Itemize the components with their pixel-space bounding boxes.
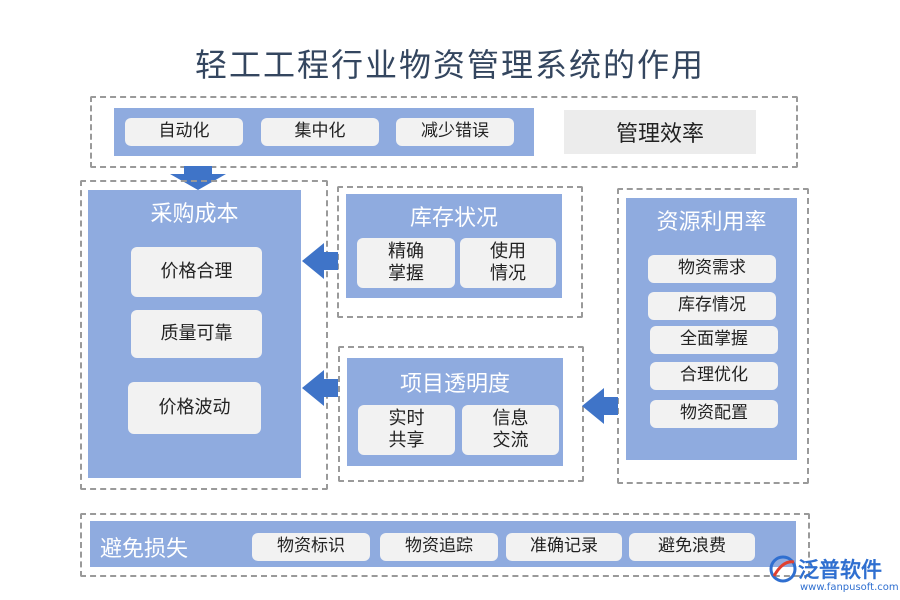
- left-arrow-icon: [302, 243, 324, 279]
- procurement-item-price-fluctuation: 价格波动: [128, 382, 261, 434]
- efficiency-section: [90, 96, 798, 168]
- resources-item-demand: 物资需求: [648, 255, 776, 283]
- procurement-section: [80, 180, 328, 490]
- procurement-title: 采购成本: [150, 202, 239, 227]
- loss-item-labeling: 物资标识: [252, 533, 370, 561]
- inventory-section: [337, 186, 583, 318]
- efficiency-item-automation: 自动化: [125, 118, 243, 146]
- resources-item-inventory: 库存情况: [648, 292, 776, 320]
- efficiency-label: 管理效率: [564, 110, 756, 154]
- procurement-item-reliable-quality: 质量可靠: [131, 310, 262, 358]
- loss-title: 避免损失: [100, 537, 189, 562]
- loss-item-tracking: 物资追踪: [380, 533, 498, 561]
- efficiency-item-reduce-errors: 减少错误: [396, 118, 514, 146]
- brand-url: www.fanpusoft.com: [800, 582, 899, 593]
- down-arrow-icon: [170, 166, 226, 190]
- arrow-inventory-to-procurement: [322, 252, 338, 270]
- transparency-title: 项目透明度: [399, 372, 510, 397]
- loss-section: [80, 513, 810, 577]
- left-arrow-icon: [582, 388, 604, 424]
- inventory-title: 库存状况: [409, 206, 498, 231]
- resources-title: 资源利用率: [656, 210, 767, 235]
- procurement-item-reasonable-price: 价格合理: [131, 247, 262, 297]
- brand-name: 泛普软件: [798, 558, 882, 582]
- loss-item-avoid-waste: 避免浪费: [629, 533, 755, 561]
- resources-item-optimization: 合理优化: [650, 362, 778, 390]
- loss-item-records: 准确记录: [506, 533, 622, 561]
- resources-item-full-control: 全面掌握: [650, 326, 778, 354]
- fanpu-logo-icon: [768, 554, 798, 584]
- resources-section: [617, 188, 809, 484]
- transparency-item-realtime-sharing: 实时 共享: [358, 405, 455, 455]
- transparency-item-info-exchange: 信息 交流: [462, 405, 559, 455]
- left-arrow-icon: [302, 370, 324, 406]
- arrow-resources-to-transparency: [602, 397, 618, 415]
- page-title: 轻工工程行业物资管理系统的作用: [194, 46, 705, 84]
- inventory-item-precise-control: 精确 掌握: [357, 238, 455, 288]
- inventory-item-usage: 使用 情况: [460, 238, 556, 288]
- efficiency-item-centralization: 集中化: [261, 118, 379, 146]
- resources-item-allocation: 物资配置: [650, 400, 778, 428]
- arrow-transparency-to-procurement: [322, 379, 338, 397]
